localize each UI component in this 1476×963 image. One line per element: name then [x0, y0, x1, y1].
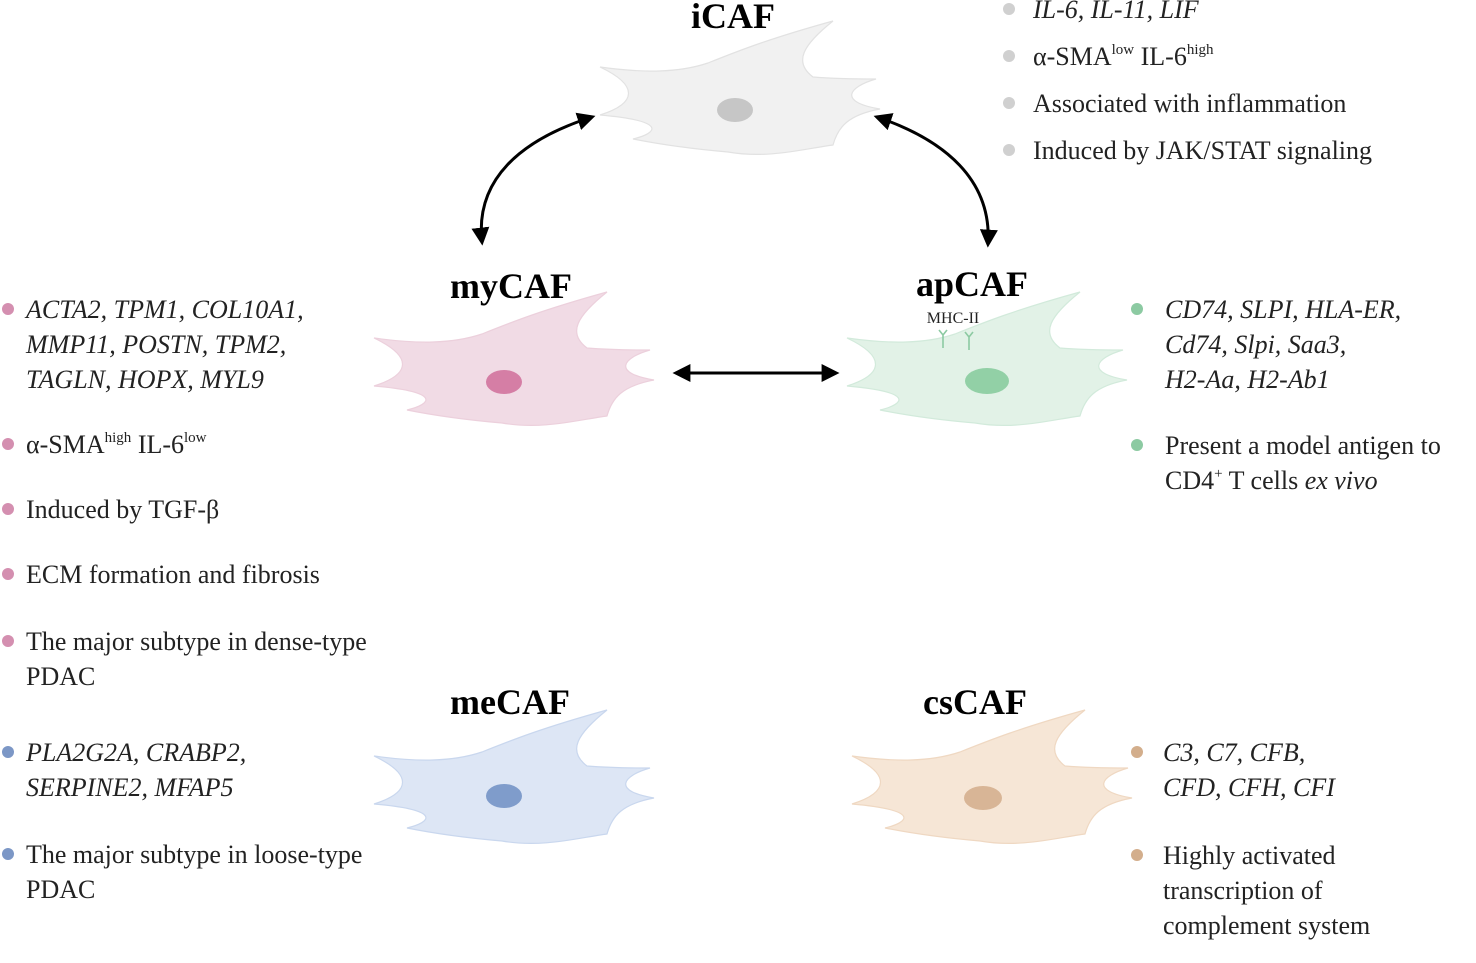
icaf-marker-item: α-SMAlow IL-6high	[1003, 39, 1473, 74]
bullet-dot	[2, 503, 14, 515]
mecaf-major: The major subtype in loose-type PDAC	[26, 840, 363, 904]
mecaf-major-item: The major subtype in loose-type PDAC	[2, 837, 422, 907]
mycaf-genes-item: ACTA2, TPM1, COL10A1, MMP11, POSTN, TPM2…	[2, 292, 422, 397]
icaf-cell	[599, 20, 881, 156]
mhc-ii-label: MHC-II	[927, 310, 979, 327]
mycaf-genes-line-2: MMP11, POSTN, TPM2,	[26, 330, 287, 359]
cscaf-genes-line-2: CFD, CFH, CFI	[1163, 773, 1335, 802]
icaf-feature-list: IL-6, IL-11, LIF α-SMAlow IL-6high Assoc…	[1003, 0, 1473, 168]
apcaf-title: apCAF	[915, 264, 1029, 304]
mecaf-cell	[373, 709, 655, 845]
icaf-marker: α-SMAlow IL-6high	[1033, 42, 1214, 71]
apcaf-cell-body	[846, 291, 1128, 427]
bullet-dot	[1003, 97, 1015, 109]
icaf-nucleus	[717, 98, 753, 122]
bullet-dot	[1003, 144, 1015, 156]
bullet-dot	[2, 848, 14, 860]
bullet-dot	[1131, 746, 1143, 758]
mecaf-feature-list: PLA2G2A, CRABP2, SERPINE2, MFAP5 The maj…	[2, 735, 422, 907]
mecaf-genes-item: PLA2G2A, CRABP2, SERPINE2, MFAP5	[2, 735, 422, 805]
apcaf-genes-line-2: Cd74, Slpi, Saa3,	[1165, 330, 1347, 359]
apcaf-genes-line-3: H2-Aa, H2-Ab1	[1165, 365, 1330, 394]
mycaf-ecm-item: ECM formation and fibrosis	[2, 557, 422, 592]
apcaf-feature-list: CD74, SLPI, HLA-ER, Cd74, Slpi, Saa3, H2…	[1131, 292, 1476, 498]
cscaf-genes-line-1: C3, C7, CFB,	[1163, 738, 1306, 767]
bullet-dot	[2, 568, 14, 580]
apcaf-cell: MHC-II	[846, 291, 1128, 427]
mycaf-marker-item: α-SMAhigh IL-6low	[2, 427, 422, 462]
cscaf-feature-list: C3, C7, CFB, CFD, CFH, CFI Highly activa…	[1131, 735, 1476, 943]
icaf-cell-body	[599, 20, 881, 156]
icaf-genes: IL-6, IL-11, LIF	[1033, 0, 1199, 24]
cscaf-activated-line-2: transcription of	[1163, 876, 1323, 905]
apcaf-antigen-item: Present a model antigen to CD4+ T cells …	[1131, 428, 1476, 498]
cscaf-cell-body	[851, 709, 1133, 845]
mycaf-genes-line-1: ACTA2, TPM1, COL10A1,	[26, 295, 304, 324]
apcaf-antigen-line-1: Present a model antigen to	[1165, 431, 1441, 460]
cscaf-activated-line-3: complement system	[1163, 911, 1371, 940]
bullet-dot	[1003, 50, 1015, 62]
mycaf-ecm: ECM formation and fibrosis	[26, 560, 320, 589]
cscaf-cell	[851, 709, 1133, 845]
apcaf-nucleus	[965, 368, 1009, 394]
mycaf-feature-list: ACTA2, TPM1, COL10A1, MMP11, POSTN, TPM2…	[2, 292, 422, 694]
cscaf-title: csCAF	[923, 682, 1027, 722]
cscaf-nucleus	[964, 786, 1002, 810]
bullet-dot	[2, 635, 14, 647]
mycaf-induced: Induced by TGF-β	[26, 495, 220, 524]
mhc-ii-receptor-icon	[938, 329, 974, 350]
mycaf-major: The major subtype in dense-type PDAC	[26, 627, 367, 691]
mecaf-nucleus	[486, 784, 522, 808]
apcaf-genes-line-1: CD74, SLPI, HLA-ER,	[1165, 295, 1402, 324]
mecaf-genes-line-2: SERPINE2, MFAP5	[26, 773, 234, 802]
mycaf-nucleus	[486, 370, 522, 394]
mycaf-title: myCAF	[450, 266, 572, 306]
mycaf-induced-item: Induced by TGF-β	[2, 492, 422, 527]
cscaf-activated-item: Highly activated transcription of comple…	[1131, 838, 1476, 943]
icaf-signaling-item: Induced by JAK/STAT signaling	[1003, 133, 1473, 168]
bullet-dot	[1003, 3, 1015, 15]
arrow-icaf-apcaf	[873, 113, 998, 248]
mycaf-genes-line-3: TAGLN, HOPX, MYL9	[26, 365, 264, 394]
icaf-title: iCAF	[691, 0, 775, 36]
icaf-inflammation-item: Associated with inflammation	[1003, 86, 1473, 121]
bullet-dot	[2, 438, 14, 450]
bullet-dot	[1131, 849, 1143, 861]
icaf-genes-item: IL-6, IL-11, LIF	[1003, 0, 1473, 27]
cscaf-genes-item: C3, C7, CFB, CFD, CFH, CFI	[1131, 735, 1476, 805]
cscaf-activated-line-1: Highly activated	[1163, 841, 1336, 870]
bullet-dot	[1131, 303, 1143, 315]
apcaf-antigen-line-2: CD4+ T cells ex vivo	[1165, 466, 1378, 495]
bullet-dot	[2, 746, 14, 758]
apcaf-genes-item: CD74, SLPI, HLA-ER, Cd74, Slpi, Saa3, H2…	[1131, 292, 1476, 397]
mycaf-cell	[373, 291, 655, 427]
bullet-dot	[1131, 439, 1143, 451]
icaf-signaling: Induced by JAK/STAT signaling	[1033, 136, 1373, 165]
arrow-icaf-mycaf	[471, 112, 596, 246]
bullet-dot	[2, 303, 14, 315]
mycaf-major-item: The major subtype in dense-type PDAC	[2, 624, 422, 694]
mecaf-genes-line-1: PLA2G2A, CRABP2,	[26, 738, 247, 767]
icaf-inflammation: Associated with inflammation	[1033, 89, 1347, 118]
mycaf-marker: α-SMAhigh IL-6low	[26, 430, 207, 459]
mecaf-title: meCAF	[450, 682, 570, 722]
